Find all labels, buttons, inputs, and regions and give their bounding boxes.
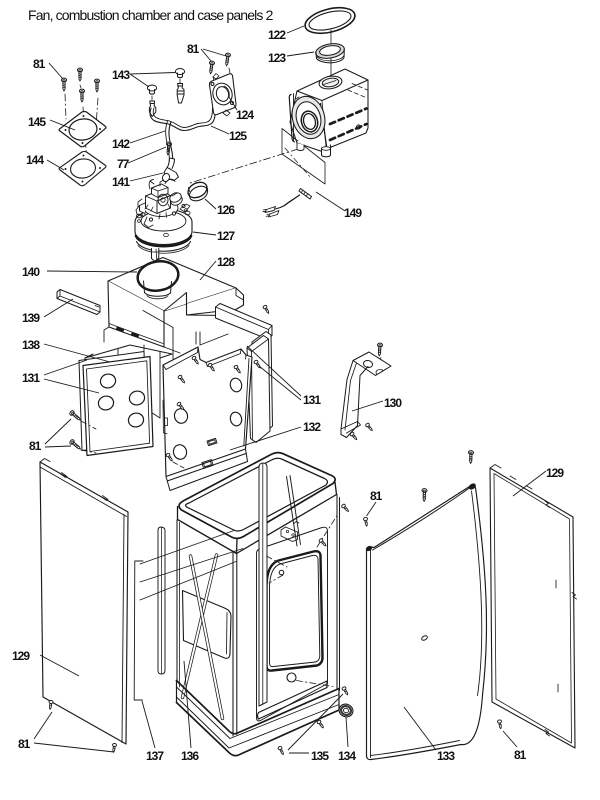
svg-text:133: 133 bbox=[437, 749, 455, 763]
svg-text:132: 132 bbox=[303, 420, 321, 434]
svg-text:140: 140 bbox=[22, 265, 40, 279]
svg-text:143: 143 bbox=[112, 68, 130, 82]
svg-text:134: 134 bbox=[338, 749, 356, 763]
svg-text:137: 137 bbox=[146, 749, 164, 763]
svg-text:123: 123 bbox=[268, 51, 286, 65]
svg-text:131: 131 bbox=[22, 371, 40, 385]
svg-text:126: 126 bbox=[217, 203, 235, 217]
svg-text:124: 124 bbox=[236, 108, 254, 122]
svg-text:81: 81 bbox=[370, 489, 383, 503]
svg-text:138: 138 bbox=[22, 338, 40, 352]
svg-text:Fan, combustion chamber and ca: Fan, combustion chamber and case panels … bbox=[28, 7, 274, 23]
svg-text:144: 144 bbox=[26, 153, 44, 167]
svg-text:122: 122 bbox=[268, 28, 286, 42]
svg-text:81: 81 bbox=[514, 748, 527, 762]
svg-text:139: 139 bbox=[22, 311, 40, 325]
svg-text:81: 81 bbox=[187, 42, 200, 56]
svg-text:130: 130 bbox=[384, 396, 402, 410]
svg-text:145: 145 bbox=[28, 115, 46, 129]
svg-text:127: 127 bbox=[217, 229, 235, 243]
svg-text:77: 77 bbox=[117, 157, 130, 171]
svg-text:141: 141 bbox=[112, 175, 130, 189]
svg-text:129: 129 bbox=[546, 466, 564, 480]
svg-text:136: 136 bbox=[181, 749, 199, 763]
svg-text:135: 135 bbox=[311, 749, 329, 763]
svg-text:142: 142 bbox=[112, 137, 130, 151]
svg-text:131: 131 bbox=[303, 393, 321, 407]
svg-text:128: 128 bbox=[217, 255, 235, 269]
svg-text:81: 81 bbox=[18, 737, 31, 751]
svg-text:125: 125 bbox=[229, 129, 247, 143]
svg-text:149: 149 bbox=[344, 206, 362, 220]
svg-text:129: 129 bbox=[12, 649, 30, 663]
svg-text:81: 81 bbox=[29, 439, 42, 453]
svg-text:81: 81 bbox=[33, 57, 46, 71]
